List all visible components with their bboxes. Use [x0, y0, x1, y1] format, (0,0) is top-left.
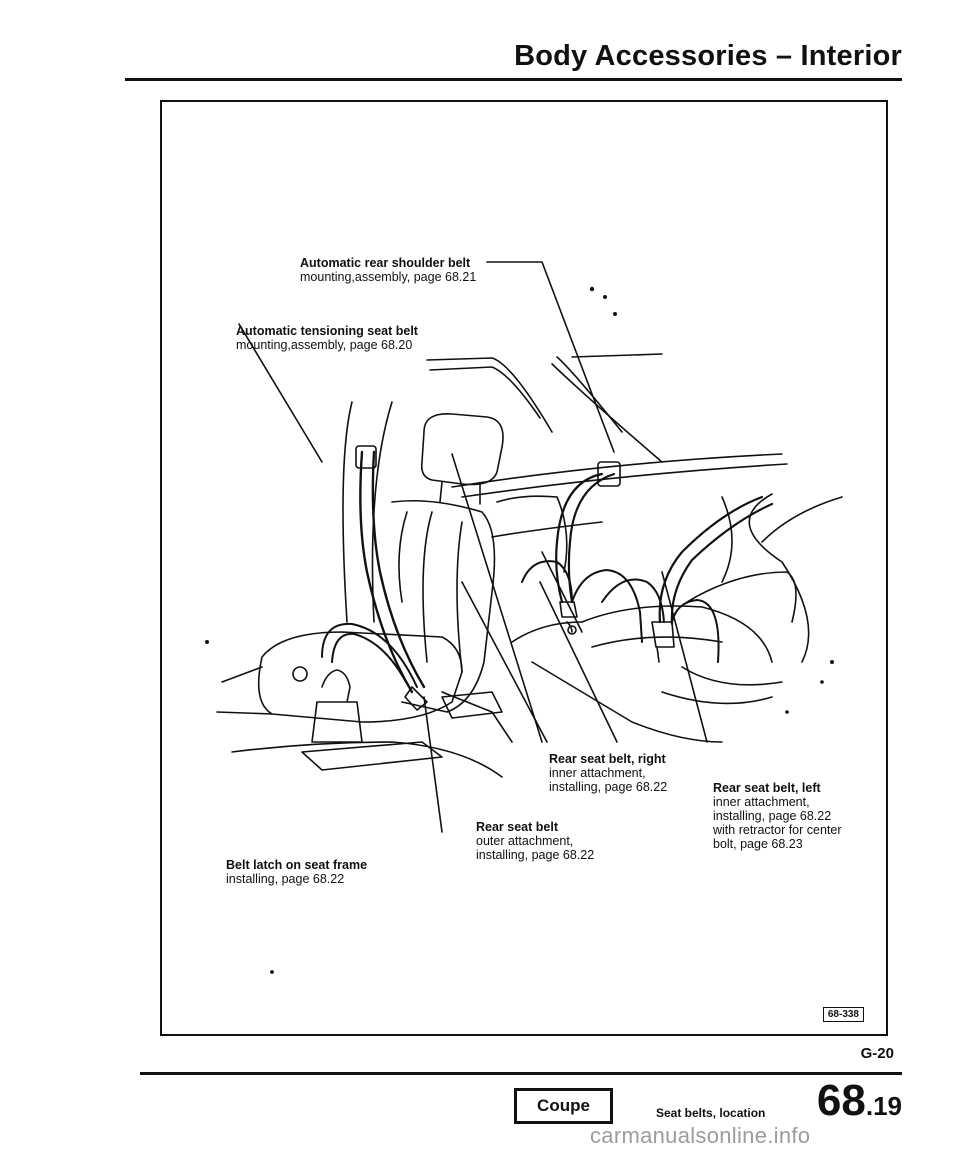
page-code: G-20: [860, 1045, 894, 1062]
callout-title: Rear seat belt, left: [713, 781, 821, 795]
footer-rule: [140, 1072, 902, 1075]
callout-text: mounting,assembly, page 68.20: [236, 338, 413, 352]
callout-text: inner attachment,: [713, 795, 810, 809]
figure-frame: Automatic rear shoulder belt mounting,as…: [160, 100, 888, 1036]
rear-outer-belt-callout: Rear seat belt outer attachment, install…: [476, 820, 594, 862]
callout-title: Belt latch on seat frame: [226, 858, 368, 872]
shoulder-belt-callout: Automatic rear shoulder belt mounting,as…: [300, 256, 476, 284]
seat-belt-illustration: [204, 261, 843, 974]
page-number: 68.19: [817, 1079, 902, 1123]
callout-text: installing, page 68.22: [549, 780, 668, 794]
callout-text: installing, page 68.22: [476, 848, 595, 862]
callout-text: installing, page 68.22: [713, 809, 832, 823]
header-rule: [125, 78, 902, 81]
callout-text: inner attachment,: [549, 766, 646, 780]
belt-latch-callout: Belt latch on seat frame installing, pag…: [226, 858, 367, 886]
model-label: Coupe: [537, 1096, 590, 1115]
callout-text: outer attachment,: [476, 834, 574, 848]
callout-title: Rear seat belt, right: [549, 752, 666, 766]
page-number-major: 68: [816, 1076, 866, 1125]
tensioning-belt-callout: Automatic tensioning seat belt mounting,…: [236, 324, 418, 352]
callout-text: installing, page 68.22: [226, 872, 345, 886]
callout-text: with retractor for center: [713, 823, 842, 837]
footer-section-title: Seat belts, location: [656, 1106, 766, 1120]
callout-text: bolt, page 68.23: [713, 837, 803, 851]
page-title: Body Accessories – Interior: [514, 40, 902, 72]
figure-id-badge: 68-338: [822, 1007, 864, 1022]
callout-text: mounting,assembly, page 68.21: [300, 270, 477, 284]
callout-title: Automatic rear shoulder belt: [300, 256, 471, 270]
callout-title: Rear seat belt: [476, 820, 558, 834]
watermark: carmanualsonline.info: [590, 1123, 811, 1148]
rear-right-belt-callout: Rear seat belt, right inner attachment, …: [549, 752, 667, 794]
rear-left-belt-callout: Rear seat belt, left inner attachment, i…: [713, 781, 842, 851]
page-number-minor: .19: [865, 1091, 902, 1121]
model-badge: Coupe: [514, 1088, 613, 1124]
callout-title: Automatic tensioning seat belt: [236, 324, 418, 338]
